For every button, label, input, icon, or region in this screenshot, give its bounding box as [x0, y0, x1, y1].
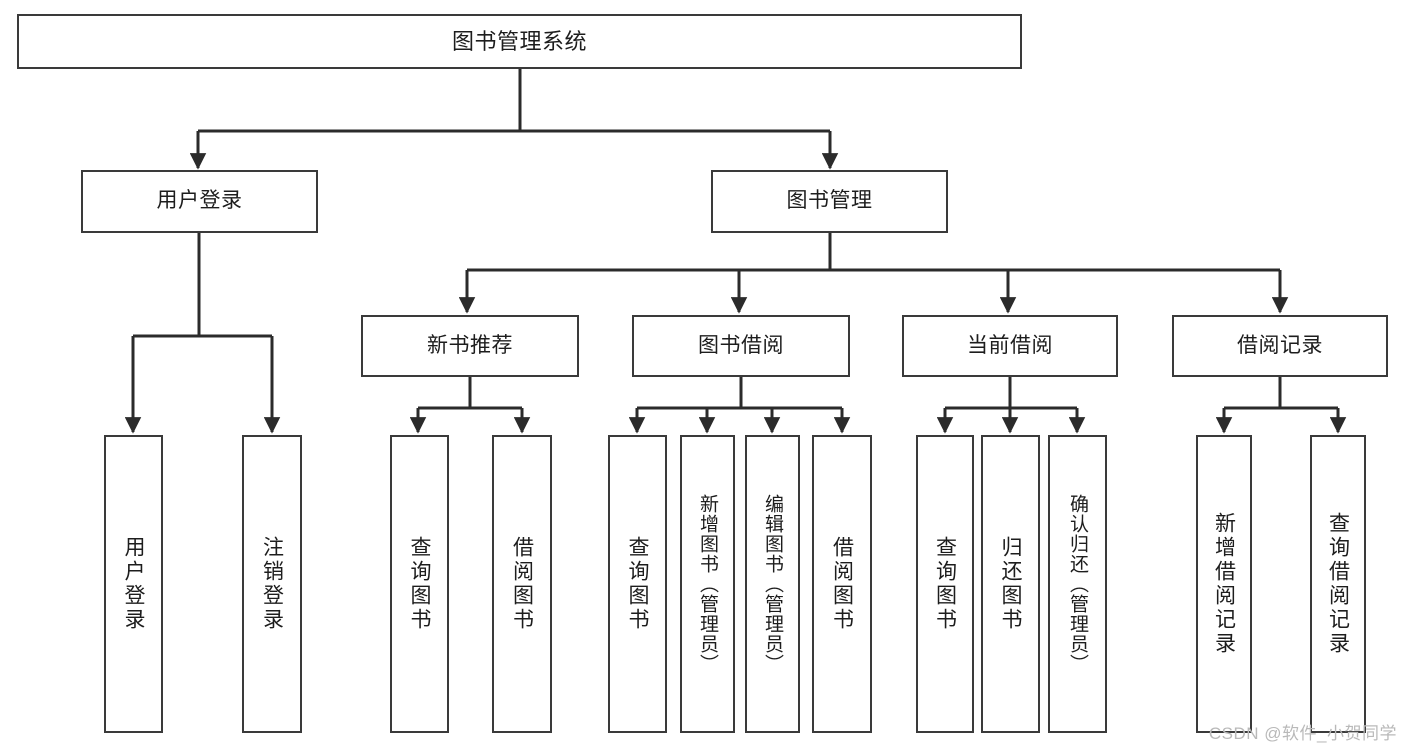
leaf-current-confirm-return-admin[interactable]: 确认归还（管理员）: [1048, 435, 1107, 733]
node-label: 图书管理系统: [451, 28, 587, 54]
leaf-record-add-borrow-record[interactable]: 新增借阅记录: [1196, 435, 1252, 733]
node-label: 查询图书: [626, 536, 649, 632]
node-label: 图书管理: [786, 189, 873, 213]
leaf-record-query-borrow-record[interactable]: 查询借阅记录: [1310, 435, 1366, 733]
node-book-borrowing[interactable]: 图书借阅: [632, 315, 850, 377]
node-label: 用户登录: [156, 189, 243, 213]
leaf-borrow-edit-book-admin[interactable]: 编辑图书（管理员）: [745, 435, 800, 733]
node-label: 查询图书: [933, 536, 957, 632]
leaf-new-book-query-book[interactable]: 查询图书: [390, 435, 449, 733]
leaf-new-book-borrow-book[interactable]: 借阅图书: [492, 435, 552, 733]
leaf-current-query-book[interactable]: 查询图书: [916, 435, 974, 733]
node-label: 图书借阅: [698, 333, 784, 357]
node-label: 当前借阅: [967, 333, 1053, 357]
node-label: 借阅图书: [510, 536, 534, 632]
node-label: 编辑图书（管理员）: [762, 494, 783, 674]
csdn-watermark: CSDN @软件_小贺同学: [1208, 724, 1397, 743]
node-label: 新增借阅记录: [1212, 512, 1236, 656]
leaf-borrow-borrow-book[interactable]: 借阅图书: [812, 435, 872, 733]
leaf-current-return-book[interactable]: 归还图书: [981, 435, 1040, 733]
node-new-book-recommendation[interactable]: 新书推荐: [361, 315, 579, 377]
leaf-borrow-query-book[interactable]: 查询图书: [608, 435, 667, 733]
node-borrowing-record[interactable]: 借阅记录: [1172, 315, 1388, 377]
node-label: 借阅图书: [830, 536, 854, 632]
leaf-borrow-add-book-admin[interactable]: 新增图书（管理员）: [680, 435, 735, 733]
node-label: 新书推荐: [427, 333, 513, 357]
node-book-management[interactable]: 图书管理: [711, 170, 948, 233]
node-label: 查询图书: [408, 536, 431, 632]
node-label: 用户登录: [122, 536, 145, 632]
node-root-book-management-system[interactable]: 图书管理系统: [17, 14, 1022, 69]
node-label: 确认归还（管理员）: [1067, 494, 1088, 674]
node-label: 注销登录: [260, 536, 284, 632]
node-label: 新增图书（管理员）: [697, 494, 718, 674]
leaf-user-login-login[interactable]: 用户登录: [104, 435, 163, 733]
node-label: 查询借阅记录: [1326, 512, 1350, 656]
node-user-login[interactable]: 用户登录: [81, 170, 318, 233]
node-label: 归还图书: [999, 536, 1022, 632]
node-label: 借阅记录: [1237, 333, 1323, 357]
leaf-user-login-logout[interactable]: 注销登录: [242, 435, 302, 733]
node-current-borrowing[interactable]: 当前借阅: [902, 315, 1118, 377]
